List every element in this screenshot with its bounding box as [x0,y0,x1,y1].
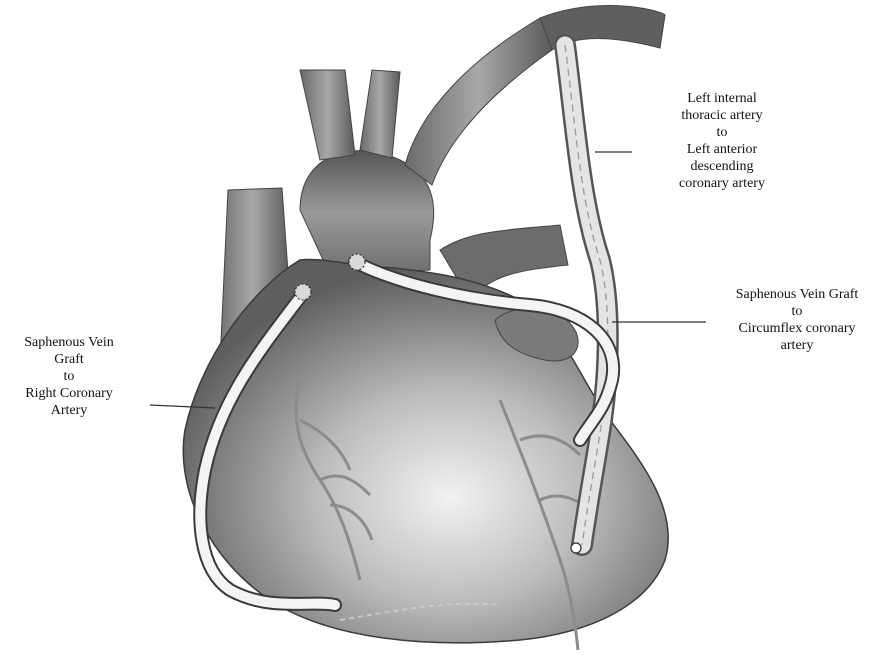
label-line: Right Coronary [4,385,134,402]
lita-anastomosis [571,543,581,553]
label-line: Left internal [652,90,792,107]
label-line: Graft [4,351,134,368]
label-line: descending [652,158,792,175]
aortic-anastomosis-left [295,284,311,300]
label-line: to [712,303,882,320]
label-svg-to-circumflex: Saphenous Vein Graft to Circumflex coron… [712,286,882,354]
label-line: to [4,368,134,385]
carotid-branch [360,70,400,158]
label-line: Artery [4,402,134,419]
label-svg-to-rca: Saphenous Vein Graft to Right Coronary A… [4,334,134,419]
label-line: Saphenous Vein Graft [712,286,882,303]
subclavian-branch [405,18,552,185]
label-line: thoracic artery [652,107,792,124]
aortic-anastomosis-top [349,254,365,270]
brachiocephalic-branch [300,70,355,160]
label-line: Left anterior [652,141,792,158]
label-line: artery [712,337,882,354]
label-lita-to-lad: Left internal thoracic artery to Left an… [652,90,792,192]
label-line: coronary artery [652,175,792,192]
label-line: Saphenous Vein [4,334,134,351]
label-line: Circumflex coronary [712,320,882,337]
label-line: to [652,124,792,141]
